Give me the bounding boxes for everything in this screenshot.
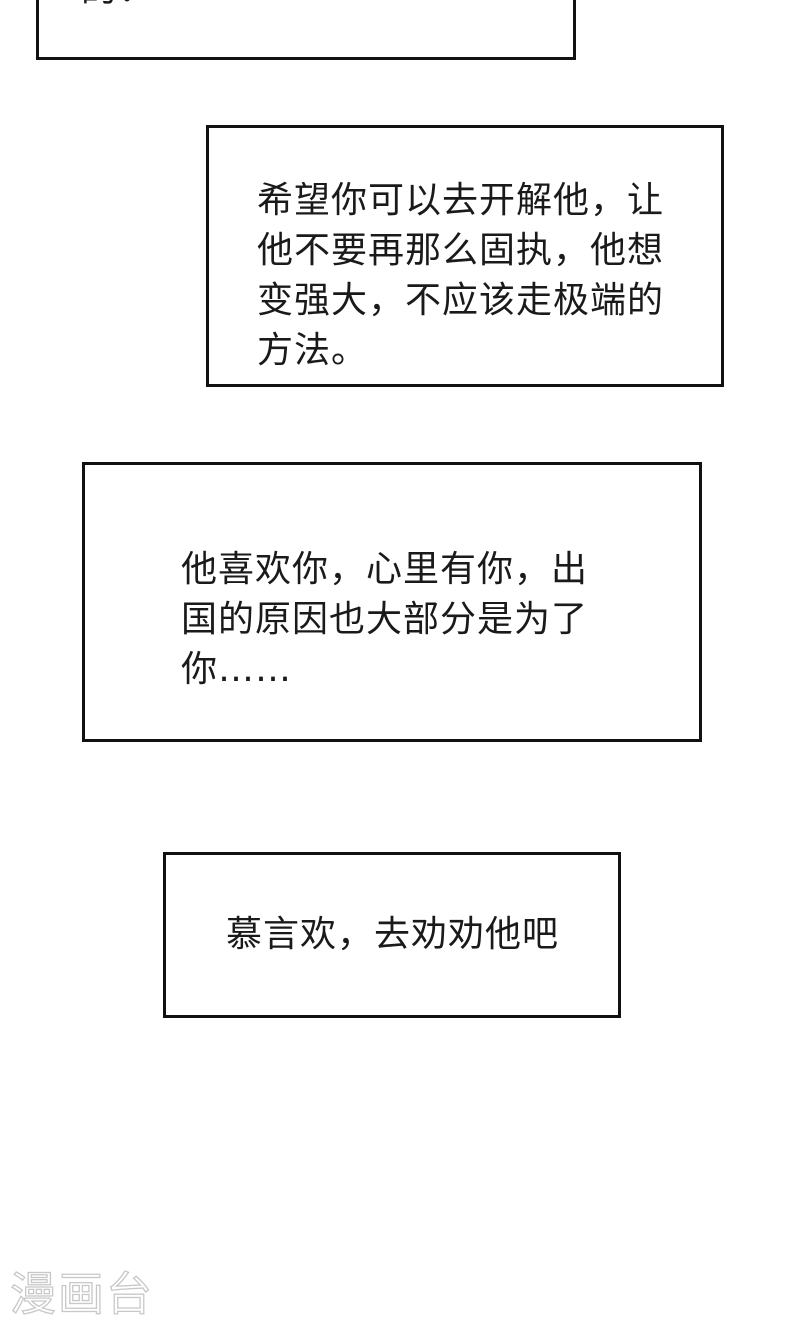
speech-line: 的： [81, 0, 155, 15]
speech-line: 变强大，不应该走极端的 [257, 280, 665, 321]
speech-line: 你…… [181, 649, 293, 690]
speech-box-3: 慕言欢，去劝劝他吧 [163, 852, 621, 1018]
speech-line: 慕言欢，去劝劝他吧 [226, 914, 560, 955]
speech-box-2: 他喜欢你，心里有你，出 国的原因也大部分是为了 你…… [82, 462, 702, 742]
speech-box-text: 的： [81, 0, 155, 15]
speech-line: 他喜欢你，心里有你，出 [181, 549, 589, 590]
speech-line: 方法。 [257, 330, 369, 371]
watermark-logo: 漫画台 [9, 1266, 154, 1321]
speech-line: 他不要再那么固执，他想 [257, 230, 665, 271]
speech-box-text: 希望你可以去开解他，让 他不要再那么固执，他想 变强大，不应该走极端的 方法。 [257, 176, 664, 376]
speech-box-1: 希望你可以去开解他，让 他不要再那么固执，他想 变强大，不应该走极端的 方法。 [206, 125, 724, 387]
speech-box-text: 他喜欢你，心里有你，出 国的原因也大部分是为了 你…… [181, 545, 588, 695]
speech-line: 希望你可以去开解他，让 [257, 180, 665, 221]
speech-box-top-partial: 的： [36, 0, 576, 60]
speech-box-text: 慕言欢，去劝劝他吧 [226, 910, 559, 960]
speech-line: 国的原因也大部分是为了 [181, 599, 589, 640]
